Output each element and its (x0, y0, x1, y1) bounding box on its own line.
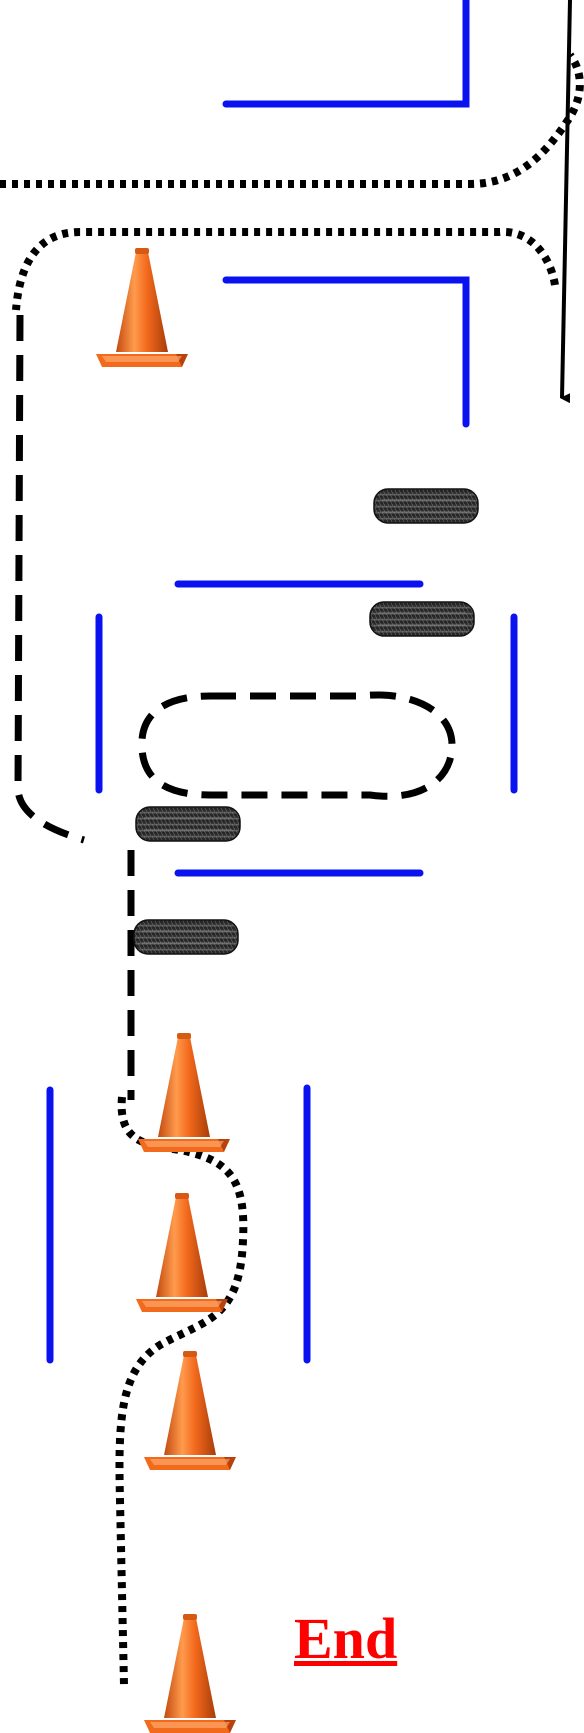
end-label: End (294, 1610, 397, 1668)
dashed-path (18, 315, 452, 1100)
tire-icon (374, 489, 478, 523)
lane-line-top-bracket (226, 0, 466, 104)
dotted-path-top (0, 55, 580, 184)
tire-icon (134, 920, 238, 954)
traffic-cone-icon (138, 1033, 230, 1152)
tire-icon (370, 602, 474, 636)
traffic-cone-icon (144, 1351, 236, 1470)
dashed-path-left (18, 315, 84, 840)
traffic-cone-icon (96, 248, 188, 367)
tires (134, 489, 478, 954)
tire-icon (136, 807, 240, 841)
dotted-path-upper-loop (16, 232, 555, 310)
dashed-path-loop (142, 695, 452, 796)
traffic-cone-icon (136, 1193, 228, 1312)
direction-arrow (562, 0, 570, 398)
cones (96, 248, 236, 1733)
lane-line-upper-bracket (226, 280, 466, 424)
lane-lines (50, 0, 514, 1360)
traffic-cone-icon (144, 1614, 236, 1733)
